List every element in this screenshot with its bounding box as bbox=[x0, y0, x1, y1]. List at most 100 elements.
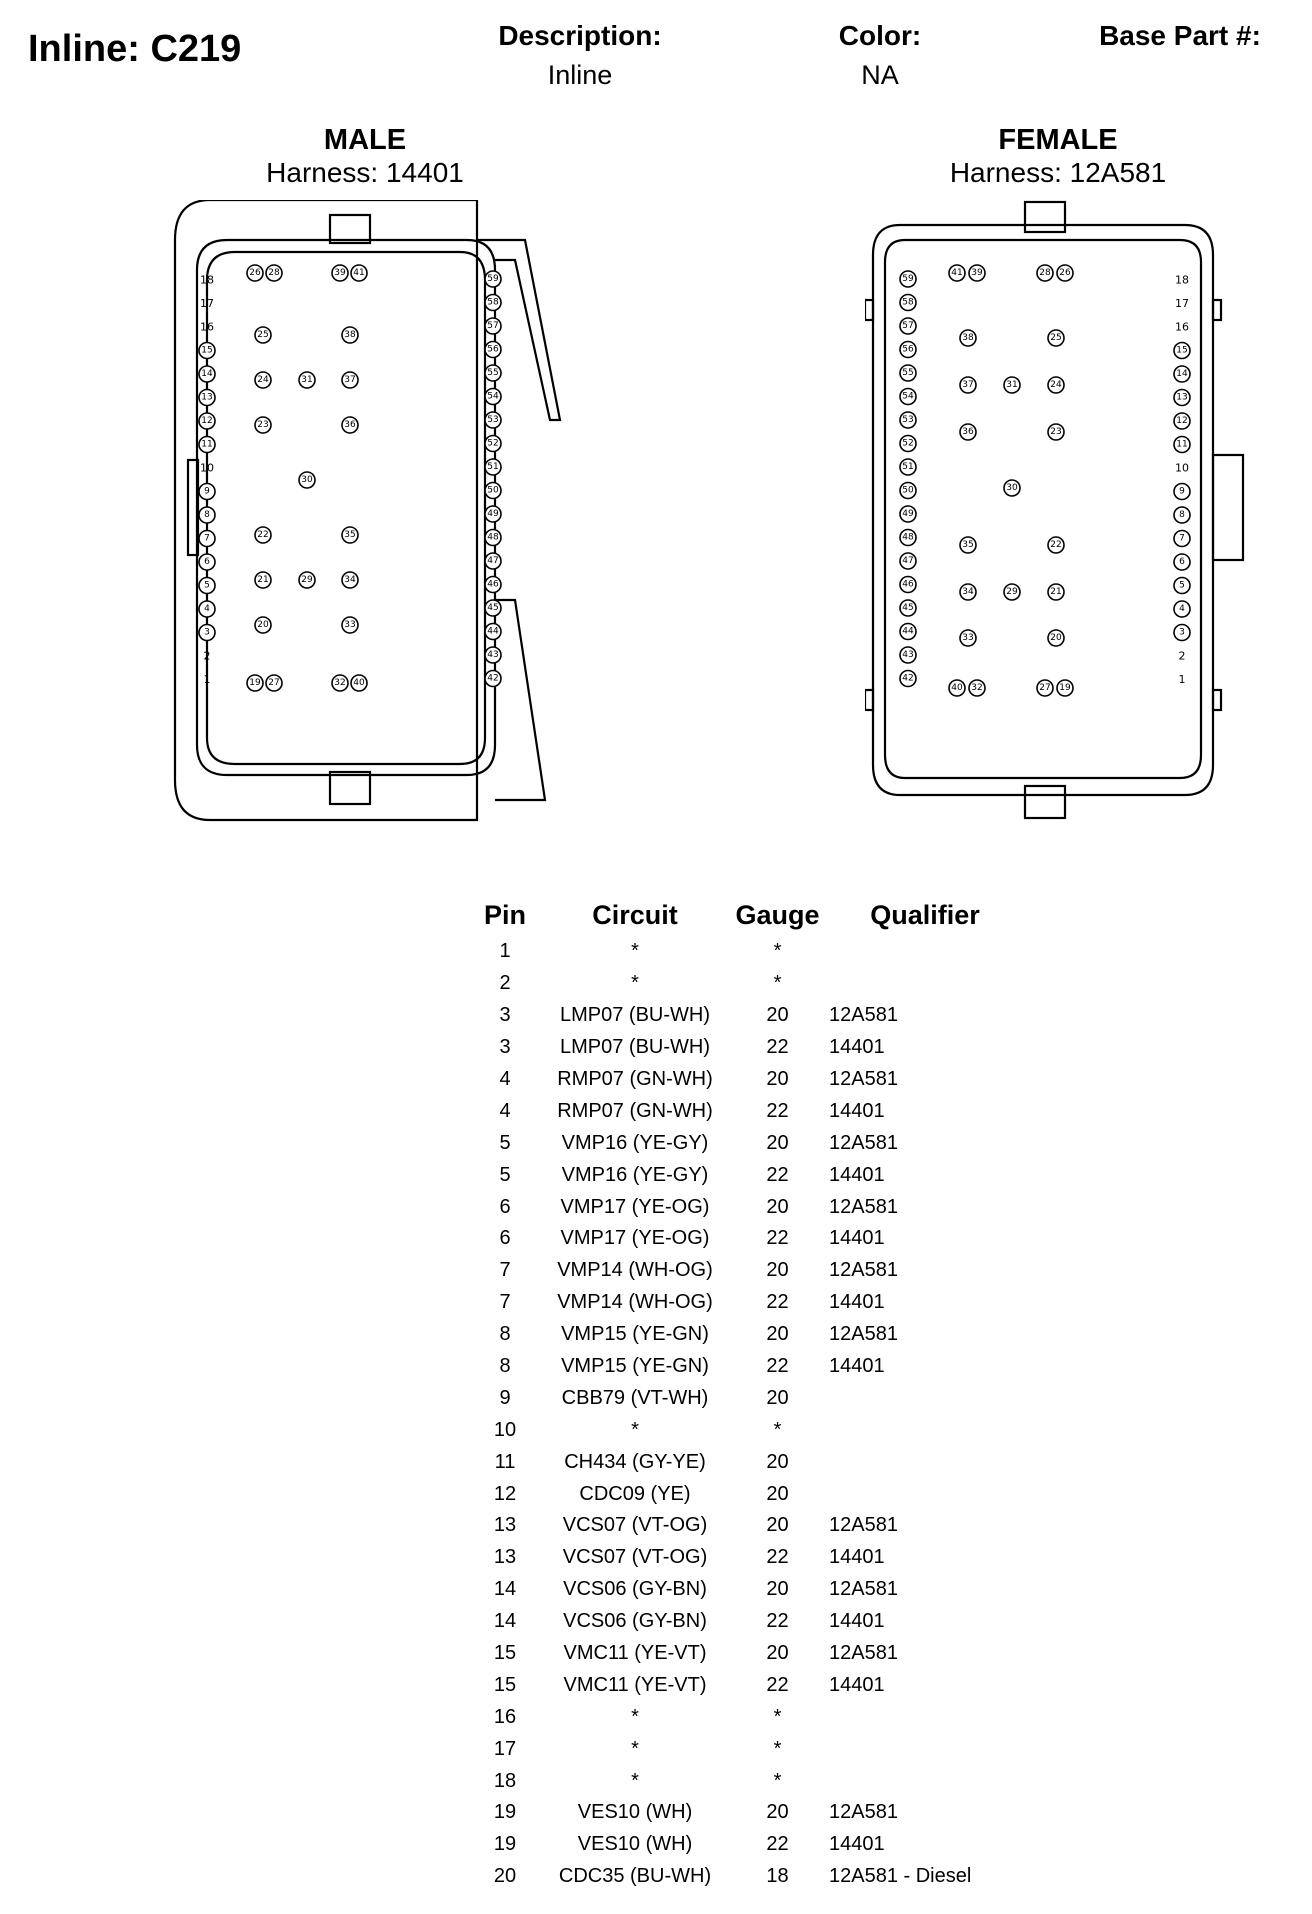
male-pin-47: 47 bbox=[484, 552, 502, 570]
pin-number: 48 bbox=[902, 533, 914, 543]
female-pin-24: 24 bbox=[1047, 376, 1065, 394]
circuit-cell: VCS06 (GY-BN) bbox=[563, 1610, 707, 1633]
pin-number: 50 bbox=[487, 486, 499, 496]
pin-cell: 18 bbox=[493, 1769, 517, 1792]
pin-circle bbox=[298, 471, 316, 489]
male-pin-27: 27 bbox=[265, 674, 283, 692]
circuit-cell: VMC11 (YE-VT) bbox=[563, 1642, 707, 1665]
gauge-cell: 20 bbox=[766, 1642, 789, 1665]
pin-number: 13 bbox=[1176, 393, 1187, 403]
pin-number: 28 bbox=[268, 268, 280, 278]
circuit-cell: VMP16 (YE-GY) bbox=[561, 1131, 709, 1154]
pin-number: 28 bbox=[1039, 268, 1051, 278]
pin-number: 45 bbox=[487, 603, 498, 613]
circuit-cell: LMP07 (BU-WH) bbox=[559, 1004, 710, 1027]
pin-number: 4 bbox=[1179, 604, 1185, 614]
male-pin-38: 38 bbox=[341, 326, 359, 344]
pin-number: 45 bbox=[902, 603, 913, 613]
gauge-cell: 20 bbox=[766, 1514, 789, 1537]
pin-number: 1 bbox=[204, 673, 211, 686]
pin-circle bbox=[331, 674, 349, 692]
male-pin-54: 54 bbox=[484, 387, 502, 406]
gauge-cell: 20 bbox=[766, 1450, 789, 1473]
circuit-cell: VMP17 (YE-OG) bbox=[560, 1227, 710, 1250]
circuit-cell: CH434 (GY-YE) bbox=[564, 1450, 706, 1473]
pin-number: 39 bbox=[334, 268, 346, 278]
pin-number: 6 bbox=[204, 557, 210, 567]
female-pin-13: 13 bbox=[1173, 388, 1191, 407]
female-pin-14: 14 bbox=[1173, 365, 1191, 383]
pin-cell: 3 bbox=[499, 1004, 511, 1027]
pin-cell: 19 bbox=[493, 1833, 517, 1856]
pin-cell: 10 bbox=[493, 1418, 517, 1441]
female-pin-23: 23 bbox=[1047, 423, 1065, 441]
male-pin-59: 59 bbox=[484, 270, 502, 288]
male-pin-51: 51 bbox=[484, 458, 502, 476]
female-pin-25: 25 bbox=[1047, 329, 1065, 347]
female-pin-26: 26 bbox=[1056, 264, 1074, 282]
gauge-cell: * bbox=[773, 1769, 782, 1792]
pin-number: 40 bbox=[951, 683, 963, 693]
pin-number: 16 bbox=[200, 321, 214, 334]
pin-circle bbox=[350, 264, 368, 282]
pin-circle bbox=[198, 506, 216, 524]
male-pin-16: 16 bbox=[200, 321, 214, 334]
female-pin-42: 42 bbox=[899, 669, 917, 688]
female-pin-58: 58 bbox=[899, 293, 917, 312]
pin-circle bbox=[484, 340, 502, 359]
pin-circle bbox=[899, 599, 917, 617]
pin-cell: 15 bbox=[493, 1642, 517, 1665]
female-pin-56: 56 bbox=[899, 340, 917, 359]
pin-cell: 7 bbox=[499, 1259, 511, 1282]
pin-circle bbox=[899, 458, 917, 476]
pin-circle bbox=[484, 458, 502, 476]
pin-cell: 13 bbox=[493, 1546, 517, 1569]
pin-cell: 14 bbox=[493, 1578, 517, 1601]
pin-circle bbox=[1047, 423, 1065, 441]
male-pin-7: 7 bbox=[198, 529, 216, 548]
pin-cell: 4 bbox=[499, 1068, 511, 1090]
pin-circle bbox=[1036, 679, 1054, 697]
male-harness: Harness: 14401 bbox=[266, 157, 464, 188]
female-pin-17: 17 bbox=[1175, 297, 1189, 310]
pin-circle bbox=[198, 435, 216, 454]
pin-circle bbox=[1003, 479, 1021, 497]
pin-circle bbox=[198, 482, 216, 501]
gauge-cell: 20 bbox=[766, 1323, 789, 1346]
pin-cell: 11 bbox=[494, 1450, 516, 1473]
pin-circle bbox=[899, 340, 917, 359]
pin-circle bbox=[1173, 553, 1191, 571]
pin-number: 44 bbox=[487, 627, 499, 637]
gauge-cell: 22 bbox=[766, 1833, 789, 1856]
pin-circle bbox=[1173, 435, 1191, 454]
qualifier-cell bbox=[825, 968, 1025, 1000]
pin-circle bbox=[298, 371, 316, 389]
female-pin-51: 51 bbox=[899, 458, 917, 476]
gauge-cell: 20 bbox=[766, 1195, 789, 1218]
pin-circle bbox=[484, 270, 502, 288]
pin-number: 25 bbox=[257, 330, 268, 340]
pin-number: 54 bbox=[902, 392, 914, 402]
circuit-cell: VMP15 (YE-GN) bbox=[561, 1355, 709, 1378]
pin-number: 46 bbox=[487, 580, 499, 590]
female-harness: Harness: 12A581 bbox=[949, 157, 1167, 188]
female-pin-27: 27 bbox=[1036, 679, 1054, 697]
pin-circle bbox=[484, 552, 502, 570]
circuit-cell: * bbox=[631, 972, 639, 995]
qualifier-cell: 14401 bbox=[829, 1673, 885, 1696]
male-pin-45: 45 bbox=[484, 599, 502, 617]
female-pin-21: 21 bbox=[1047, 583, 1065, 601]
pin-circle bbox=[198, 365, 216, 383]
female-pin-55: 55 bbox=[899, 364, 917, 382]
male-pin-19: 19 bbox=[246, 674, 264, 692]
pin-number: 11 bbox=[1176, 440, 1187, 450]
pin-circle bbox=[254, 326, 272, 344]
pin-number: 37 bbox=[962, 380, 973, 390]
female-pin-7: 7 bbox=[1173, 529, 1191, 548]
pin-circle bbox=[1173, 529, 1191, 548]
pin-number: 18 bbox=[1175, 274, 1189, 287]
